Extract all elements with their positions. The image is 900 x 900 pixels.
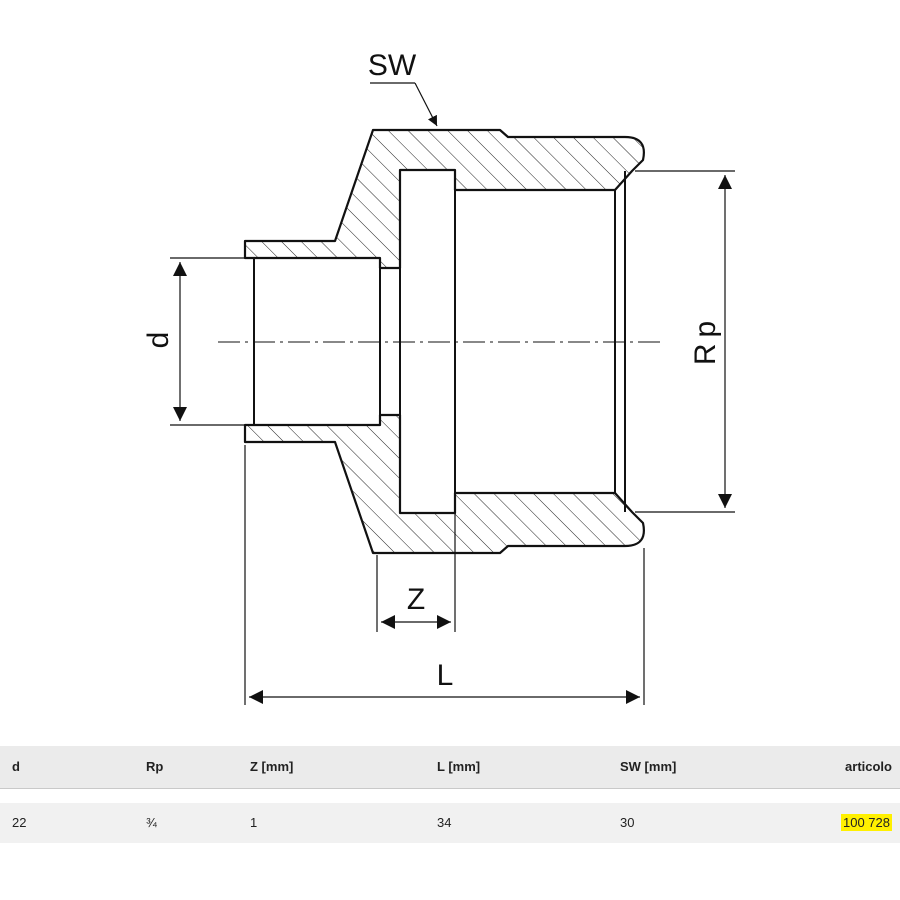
dimension-d — [170, 257, 250, 426]
fitting-wall-bottom — [243, 413, 645, 555]
sw-leader — [370, 82, 438, 127]
label-z: Z — [407, 583, 425, 616]
label-sw: SW — [368, 49, 417, 82]
fitting-cross-section-drawing: d Rp SW Z L — [142, 49, 735, 705]
dimension-l — [244, 445, 645, 705]
spec-table: d Rp Z [mm] L [mm] SW [mm] articolo 22 ¾… — [0, 746, 900, 843]
dimension-rp — [635, 170, 735, 513]
header-d: d — [12, 759, 20, 774]
header-z: Z [mm] — [250, 759, 294, 774]
label-rp: Rp — [689, 315, 722, 365]
header-l: L [mm] — [437, 759, 481, 774]
cell-d: 22 — [12, 815, 27, 830]
cell-z: 1 — [250, 815, 258, 830]
label-l: L — [437, 659, 454, 692]
table-header-row: d Rp Z [mm] L [mm] SW [mm] articolo — [0, 746, 900, 789]
cell-sw: 30 — [620, 815, 635, 830]
article-number[interactable]: 100 728 — [841, 814, 892, 831]
fitting-wall-top — [243, 128, 645, 270]
cell-article[interactable]: 100 728 — [841, 803, 892, 843]
header-sw: SW [mm] — [620, 759, 677, 774]
cell-rp: ¾ — [146, 815, 157, 830]
header-article: articolo — [845, 759, 892, 774]
header-rp: Rp — [146, 759, 164, 774]
label-d: d — [142, 332, 175, 349]
table-row: 22 ¾ 1 34 30 100 728 — [0, 803, 900, 843]
dimension-z — [376, 495, 456, 632]
cell-l: 34 — [437, 815, 452, 830]
